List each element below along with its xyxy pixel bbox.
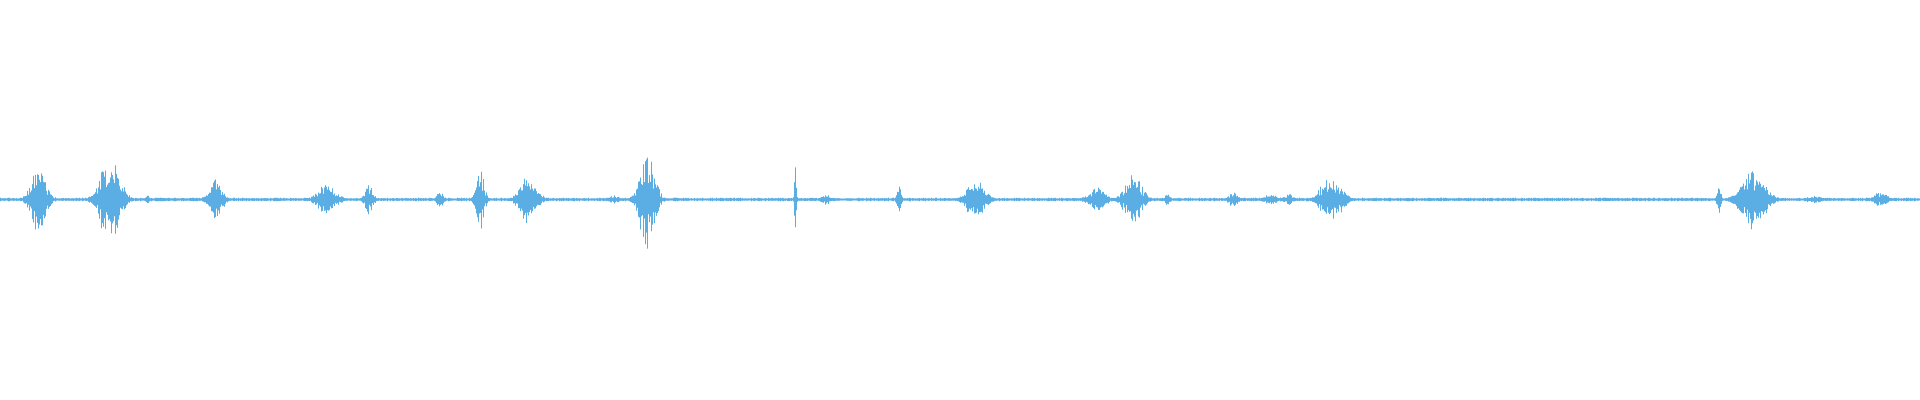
waveform-samples (0, 157, 1920, 249)
waveform-trace (0, 157, 1920, 249)
